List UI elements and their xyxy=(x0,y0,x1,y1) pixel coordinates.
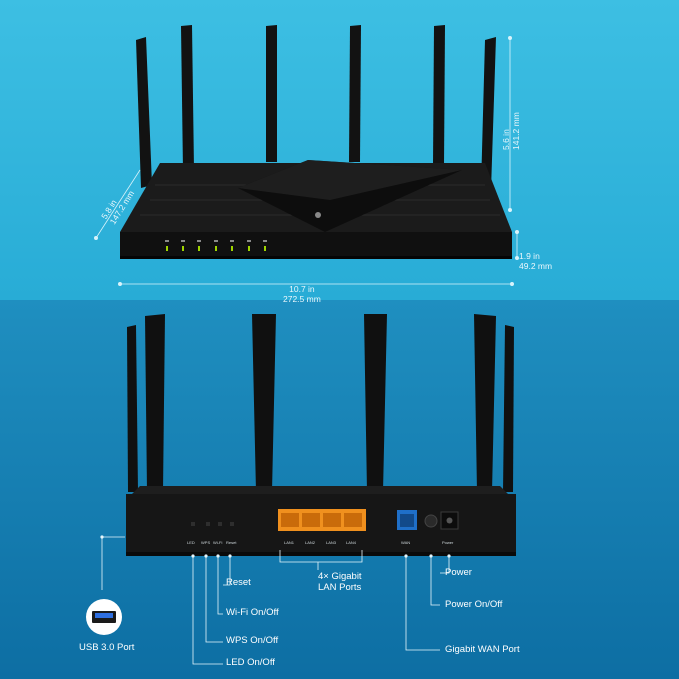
usb-port-icon xyxy=(86,599,122,635)
callout-lines xyxy=(101,536,450,665)
back-antennas xyxy=(127,314,514,492)
height-dimension: 1.9 in 49.2 mm xyxy=(519,251,553,272)
back-router xyxy=(126,314,516,556)
lan-ports xyxy=(278,509,366,531)
width-in-label: 10.7 in xyxy=(289,284,315,294)
wps-callout: WPS On/Off xyxy=(226,635,279,646)
wan-callout: Gigabit WAN Port xyxy=(445,644,520,655)
front-antennas xyxy=(136,25,496,190)
port-label-lan2: LAN2 xyxy=(305,540,316,545)
lan-ports-callout: 4× Gigabit LAN Ports xyxy=(318,571,362,593)
dimension-lines xyxy=(94,36,520,286)
port-label-led: LED xyxy=(187,540,195,545)
width-dimension: 10.7 in 272.5 mm xyxy=(283,284,321,305)
port-label-wps: WPS xyxy=(201,540,211,545)
power-jack xyxy=(440,511,459,530)
tplink-logo-icon xyxy=(315,212,321,218)
port-label-reset: Reset xyxy=(226,540,237,545)
port-label-wan: WAN xyxy=(401,540,411,545)
led-indicators xyxy=(166,246,266,251)
port-label-wifi: Wi-Fi xyxy=(213,540,223,545)
height-in-label: 1.9 in xyxy=(519,251,540,261)
antenna-dimension: 5.6 in 141.2 mm xyxy=(501,112,522,150)
port-label-lan4: LAN4 xyxy=(346,540,357,545)
port-label-lan1: LAN1 xyxy=(284,540,295,545)
power-switch-callout: Power On/Off xyxy=(445,599,503,610)
port-label-lan3: LAN3 xyxy=(326,540,337,545)
port-label-power: Power xyxy=(442,540,454,545)
width-mm-label: 272.5 mm xyxy=(283,293,321,304)
antenna-mm-label: 141.2 mm xyxy=(510,112,521,150)
back-buttons xyxy=(191,522,234,526)
power-switch xyxy=(424,514,438,528)
usb-callout: USB 3.0 Port xyxy=(79,642,135,653)
power-callout: Power xyxy=(445,567,472,578)
led-callout: LED On/Off xyxy=(226,657,275,668)
reset-callout: Reset xyxy=(226,577,251,588)
front-router xyxy=(120,25,512,259)
height-mm-label: 49.2 mm xyxy=(519,260,553,271)
router-front-face xyxy=(120,232,512,258)
wifi-callout: Wi-Fi On/Off xyxy=(226,607,279,618)
wan-port xyxy=(397,510,417,530)
